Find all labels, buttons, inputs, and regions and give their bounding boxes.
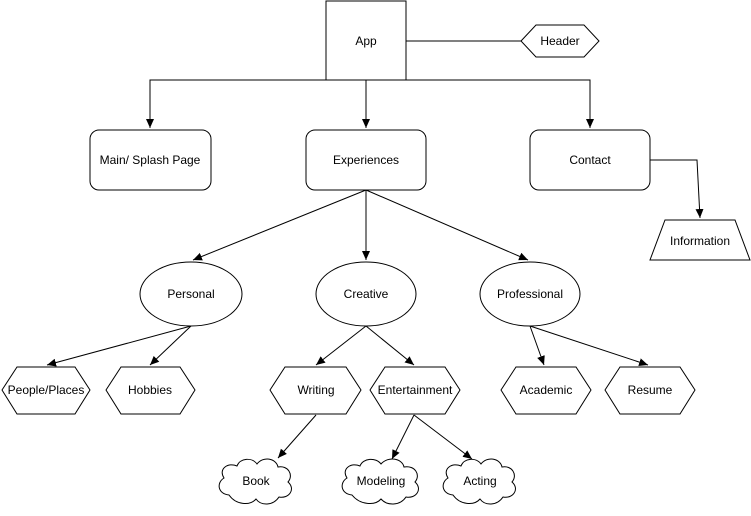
node-personal-label: Personal	[167, 287, 214, 301]
node-academic-label: Academic	[520, 383, 573, 397]
edge-creative-entertainment	[365, 325, 415, 366]
edge-personal-hobbies	[149, 325, 192, 366]
edge-experiences-professional	[365, 189, 529, 261]
edge-writing-book	[277, 414, 317, 459]
node-acting-label: Acting	[463, 474, 496, 488]
node-professional-label: Professional	[497, 287, 563, 301]
edge-entertainment-acting	[413, 414, 473, 460]
node-app: App	[325, 0, 407, 81]
node-information: Information	[649, 219, 751, 261]
node-resume: Resume	[604, 366, 696, 415]
node-resume-label: Resume	[628, 383, 673, 397]
node-book-label: Book	[242, 474, 270, 488]
node-hobbies: Hobbies	[105, 366, 196, 415]
node-contact-label: Contact	[569, 153, 611, 167]
edge-app-contact	[406, 79, 594, 128]
node-experiences-label: Experiences	[333, 153, 399, 167]
node-personal: Personal	[139, 261, 243, 327]
edge-contact-information	[650, 159, 704, 219]
node-header-label: Header	[540, 34, 579, 48]
node-writing-label: Writing	[297, 383, 334, 397]
node-contact: Contact	[529, 129, 651, 191]
node-academic: Academic	[500, 366, 592, 415]
node-header: Header	[520, 24, 600, 58]
edge-professional-academic	[529, 325, 545, 366]
node-acting: Acting	[442, 458, 516, 505]
node-entertainment: Entertainment	[369, 366, 461, 415]
node-main-label: Main/ Splash Page	[100, 153, 201, 167]
node-modeling-label: Modeling	[357, 474, 406, 488]
node-creative: Creative	[315, 261, 417, 327]
node-hobbies-label: Hobbies	[128, 383, 172, 397]
node-people: People/Places	[1, 366, 91, 415]
edge-experiences-personal	[192, 189, 367, 261]
node-app-label: App	[355, 34, 377, 48]
node-information-label: Information	[670, 234, 730, 248]
edge-entertainment-modeling	[391, 414, 415, 460]
edge-creative-writing	[315, 325, 367, 366]
node-entertainment-label: Entertainment	[378, 383, 453, 397]
node-main: Main/ Splash Page	[89, 129, 212, 191]
edges	[46, 40, 704, 460]
node-writing: Writing	[269, 366, 362, 415]
node-experiences: Experiences	[305, 129, 427, 191]
node-people-label: People/Places	[8, 383, 85, 397]
node-book: Book	[218, 458, 292, 505]
edge-app-main	[146, 79, 326, 128]
node-creative-label: Creative	[344, 287, 389, 301]
node-modeling: Modeling	[341, 458, 419, 505]
edge-professional-resume	[529, 325, 649, 366]
edge-personal-people	[46, 325, 192, 367]
node-professional: Professional	[479, 261, 581, 327]
